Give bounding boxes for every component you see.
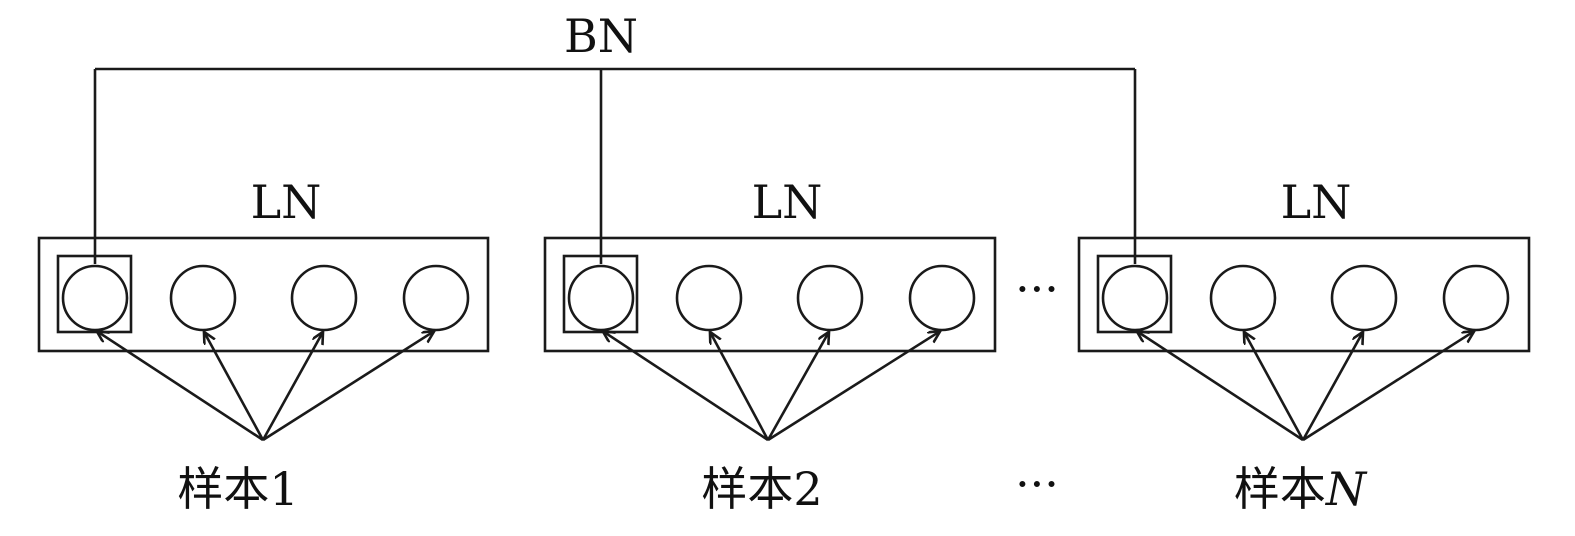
ln-box	[543, 236, 997, 353]
ellipsis-middle: ···	[1015, 262, 1059, 316]
neuron-node	[402, 264, 470, 332]
ln-box	[1077, 236, 1531, 353]
sample-label: 样本2	[701, 462, 822, 516]
ln-group-3: LN 样本N	[1077, 175, 1531, 516]
input-arrow	[262, 331, 434, 442]
bn-highlight-box	[1096, 254, 1173, 334]
neuron-node	[1101, 264, 1169, 332]
input-arrow	[1301, 332, 1363, 441]
input-arrow	[204, 332, 265, 441]
neuron-node	[169, 264, 237, 332]
ln-group-1: LN 样本1	[37, 175, 490, 516]
ln-group-2: LN 样本2	[543, 175, 997, 516]
input-arrow	[1137, 331, 1304, 442]
ln-label: LN	[752, 175, 823, 229]
sample-label: 样本1	[177, 462, 298, 516]
neuron-node	[908, 264, 976, 332]
neuron-node	[1442, 264, 1510, 332]
neuron-node	[567, 264, 635, 332]
input-arrow	[767, 331, 940, 442]
input-arrow	[1244, 332, 1305, 441]
ellipsis-bottom: ···	[1015, 457, 1059, 511]
neuron-node	[1209, 264, 1277, 332]
bn-label: BN	[564, 9, 638, 63]
input-arrow	[603, 331, 769, 442]
neuron-node	[290, 264, 358, 332]
neuron-node	[61, 264, 129, 332]
input-arrow	[766, 332, 829, 441]
input-arrow	[710, 332, 770, 441]
ln-label: LN	[251, 175, 322, 229]
neuron-node	[796, 264, 864, 332]
input-arrow	[261, 332, 323, 441]
ln-box	[37, 236, 490, 353]
sample-label: 样本N	[1234, 462, 1368, 516]
neuron-node	[1330, 264, 1398, 332]
ln-groups: LN 样本1 LN 样本2 LN 样本N	[37, 175, 1531, 516]
bn-highlight-box	[562, 254, 639, 334]
bn-connector-lines	[93, 67, 1137, 264]
bn-highlight-box	[56, 254, 133, 334]
input-arrow	[97, 331, 264, 442]
input-arrow	[1302, 331, 1474, 442]
neuron-node	[675, 264, 743, 332]
ln-label: LN	[1281, 175, 1352, 229]
